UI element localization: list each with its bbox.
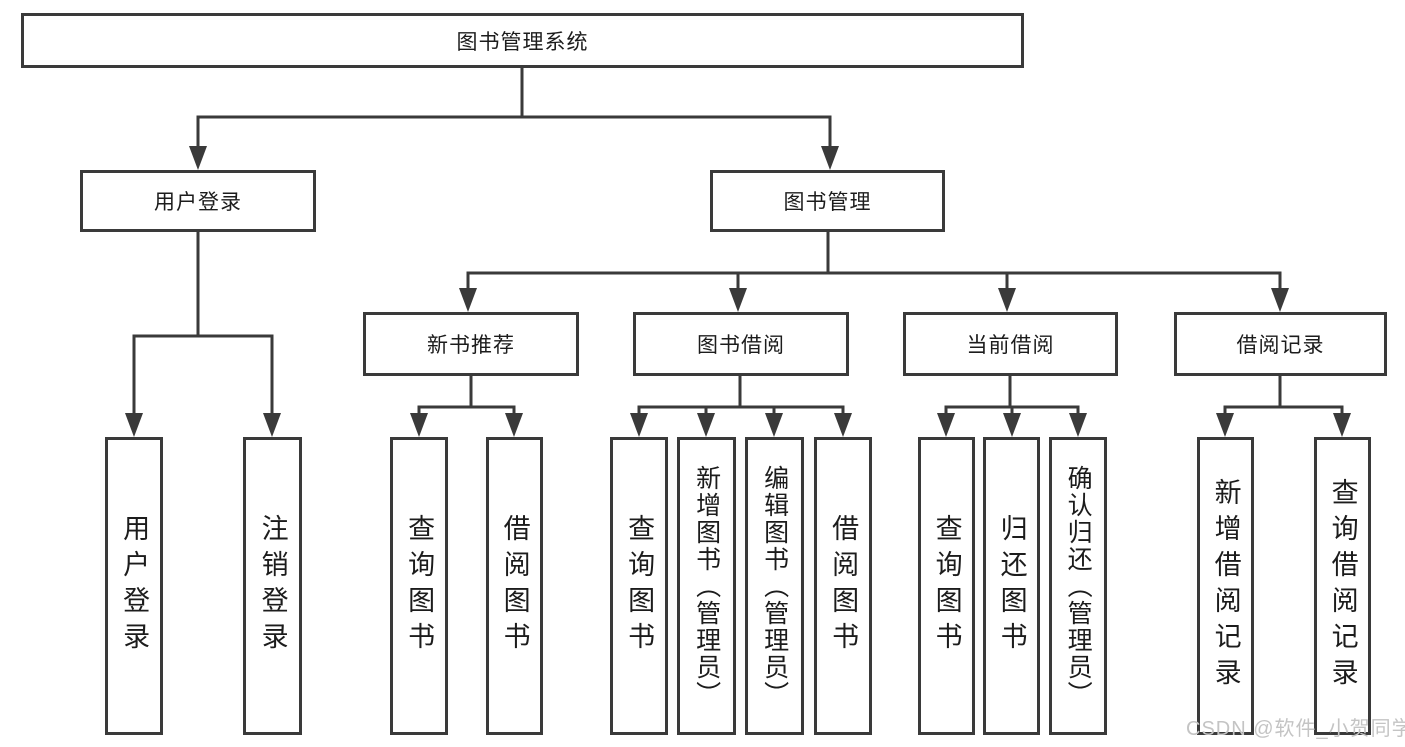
arrowheads-current-borrow-group [937, 413, 1087, 437]
leaf-label: 借阅图书 [499, 514, 530, 658]
csdn-watermark: CSDN @软件_小贺同学 [1186, 718, 1405, 740]
leaf-label: 编辑图书（管理员） [760, 464, 789, 708]
leaf-add-books-admin: 新增图书（管理员） [677, 437, 736, 735]
leaf-borrow-books-2: 借阅图书 [814, 437, 872, 735]
leaf-borrow-books-1: 借阅图书 [486, 437, 543, 735]
leaf-label: 归还图书 [996, 514, 1027, 658]
arrowheads-level2 [189, 146, 839, 170]
leaf-label: 查询图书 [931, 514, 962, 658]
node-user-login: 用户登录 [80, 170, 316, 232]
arrowheads-book-borrow-group [630, 413, 852, 437]
leaf-label: 用户登录 [119, 514, 150, 658]
leaf-label: 确认归还（管理员） [1064, 464, 1093, 708]
leaf-label: 新增图书（管理员） [692, 464, 721, 708]
connector-book-borrow-group [637, 374, 845, 417]
leaf-logout: 注销登录 [243, 437, 302, 735]
leaf-label: 查询图书 [404, 514, 435, 658]
node-root-system: 图书管理系统 [21, 13, 1024, 68]
node-book-borrowing: 图书借阅 [633, 312, 849, 376]
leaf-add-borrow-record: 新增借阅记录 [1197, 437, 1254, 735]
arrowheads-borrow-record-group [1216, 413, 1351, 437]
connector-new-book-group [417, 374, 516, 417]
node-borrowing-records: 借阅记录 [1174, 312, 1387, 376]
arrowheads-level3 [459, 288, 1289, 312]
leaf-label: 借阅图书 [828, 514, 859, 658]
connector-borrow-record-group [1223, 374, 1344, 417]
connector-user-login-to-children [132, 230, 274, 417]
leaf-label: 查询借阅记录 [1327, 478, 1358, 694]
node-new-book-recommendation: 新书推荐 [363, 312, 579, 376]
leaf-return-books: 归还图书 [983, 437, 1040, 735]
node-current-borrowing: 当前借阅 [903, 312, 1118, 376]
leaf-label: 查询图书 [624, 514, 655, 658]
leaf-query-borrow-record: 查询借阅记录 [1314, 437, 1371, 735]
leaf-confirm-return-admin: 确认归还（管理员） [1049, 437, 1107, 735]
leaf-query-books-2: 查询图书 [610, 437, 668, 735]
arrowheads-user-login-children [125, 413, 281, 437]
leaf-user-login: 用户登录 [105, 437, 163, 735]
leaf-label: 注销登录 [257, 514, 288, 658]
leaf-label: 新增借阅记录 [1210, 478, 1241, 694]
connector-root-to-level2 [196, 66, 832, 150]
connector-book-mgmt-to-level3 [466, 230, 1282, 292]
node-book-management: 图书管理 [710, 170, 945, 232]
leaf-edit-books-admin: 编辑图书（管理员） [745, 437, 804, 735]
leaf-query-books-1: 查询图书 [390, 437, 448, 735]
leaf-query-books-3: 查询图书 [918, 437, 975, 735]
arrowheads-new-book-group [410, 413, 523, 437]
connector-current-borrow-group [944, 374, 1080, 417]
